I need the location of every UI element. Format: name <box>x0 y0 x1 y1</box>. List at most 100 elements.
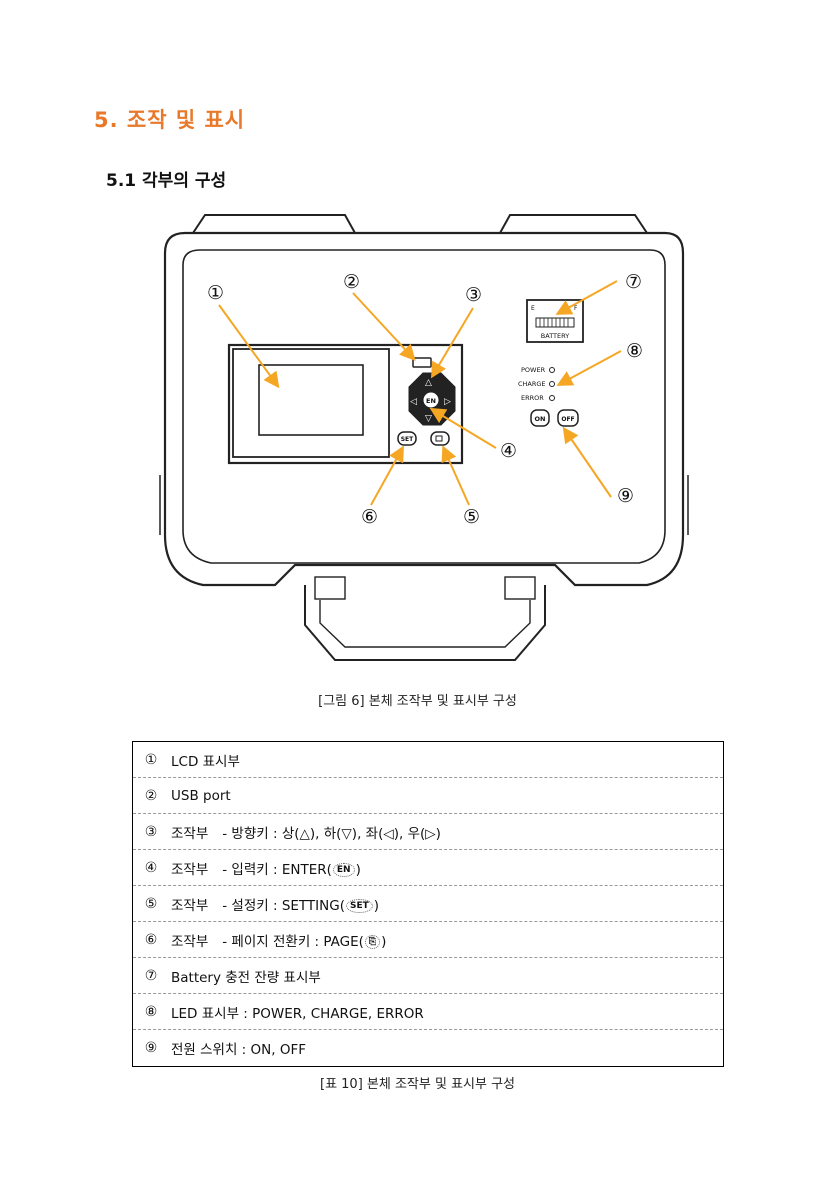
callout-5: ⑤ <box>463 506 480 528</box>
set-key <box>397 431 417 446</box>
subsection-title: 5.1 각부의 구성 <box>106 166 226 191</box>
battery-f-label: F <box>574 305 578 312</box>
direction-keypad: △ ▽ ◁ ▷ EN <box>408 372 456 426</box>
section-title-text: 조작 및 표시 <box>126 108 246 132</box>
section-title: 5. 조작 및 표시 <box>94 104 245 134</box>
row-number: ① <box>144 751 158 768</box>
row-detail-text: - 설정키 : SETTING( <box>222 897 345 914</box>
lcd-screen <box>258 364 364 436</box>
row-number: ⑨ <box>144 1040 158 1056</box>
arrow-2 <box>352 292 416 361</box>
arrow-6 <box>370 445 404 506</box>
device-front-panel-diagram: △ ▽ ◁ ▷ EN SET E F BATTERY POWER CHARGE … <box>159 214 689 661</box>
usb-port <box>412 357 432 368</box>
callout-9: ⑨ <box>617 485 634 507</box>
device-inner-panel <box>182 249 666 564</box>
callout-2: ② <box>343 271 360 293</box>
device-outer-case <box>163 231 685 587</box>
table-row: ⑤ 조작부 - 설정키 : SETTING(SET) <box>133 886 723 922</box>
set-key-label: SET <box>401 436 414 443</box>
on-switch <box>530 409 550 427</box>
lcd-screen-frame <box>232 348 390 458</box>
section-number: 5. <box>94 108 119 132</box>
callout-3: ③ <box>465 284 482 306</box>
arrow-9 <box>562 426 612 498</box>
arrow-1 <box>218 304 280 389</box>
table-row: ① LCD 표시부 <box>133 742 723 778</box>
row-detail: - 방향키 : 상(△), 하(▽), 좌(◁), 우(▷) <box>222 825 441 842</box>
battery-label: BATTERY <box>541 332 569 340</box>
control-unit-body <box>227 343 464 465</box>
row-number: ③ <box>144 823 158 840</box>
figure-caption: [그림 6] 본체 조작부 및 표시부 구성 <box>318 694 517 709</box>
row-detail-text: - 페이지 전환키 : PAGE( <box>222 933 364 950</box>
table-row: ⑧ LED 표시부 : POWER, CHARGE, ERROR <box>133 994 723 1030</box>
arrow-3 <box>430 307 474 379</box>
off-switch-label: OFF <box>561 416 574 423</box>
battery-level-bar <box>535 317 575 328</box>
svg-text:▷: ▷ <box>444 397 451 407</box>
page-key-icon: ⎘ <box>364 934 381 949</box>
table-row: ⑨ 전원 스위치 : ON, OFF <box>133 1030 723 1066</box>
row-label: Battery 충전 잔량 표시부 <box>171 969 321 986</box>
row-number: ⑥ <box>144 931 158 948</box>
row-number: ⑤ <box>144 895 158 912</box>
device-bottom-stand <box>304 585 546 661</box>
row-label: LCD 표시부 <box>171 753 240 770</box>
battery-e-label: E <box>531 305 535 312</box>
table-row: ② USB port <box>133 778 723 814</box>
row-number: ④ <box>144 859 158 876</box>
row-label: 전원 스위치 : ON, OFF <box>171 1042 306 1058</box>
table-caption: [표 10] 본체 조작부 및 표시부 구성 <box>320 1077 515 1092</box>
svg-text:◁: ◁ <box>410 397 417 407</box>
row-detail: - 페이지 전환키 : PAGE(⎘) <box>222 930 386 950</box>
svg-text:△: △ <box>425 378 432 388</box>
table-row: ⑥ 조작부 - 페이지 전환키 : PAGE(⎘) <box>133 922 723 958</box>
enter-key-icon: EN <box>332 862 355 877</box>
callout-4: ④ <box>500 440 517 462</box>
enter-key-label: EN <box>426 397 436 405</box>
power-led-label: POWER <box>521 366 546 374</box>
arrow-8 <box>556 350 622 386</box>
set-key-icon: SET <box>345 898 373 913</box>
row-number: ② <box>144 787 158 804</box>
component-table: ① LCD 표시부 ② USB port ③ 조작부 - 방향키 : 상(△),… <box>132 741 724 1067</box>
callout-8: ⑧ <box>626 340 643 362</box>
row-detail: - 설정키 : SETTING(SET) <box>222 894 379 914</box>
right-top-handle <box>499 214 648 234</box>
arrow-7 <box>555 280 618 315</box>
svg-text:▽: ▽ <box>425 414 432 424</box>
row-number: ⑧ <box>144 1003 158 1020</box>
row-detail-tail: ) <box>381 933 387 950</box>
page-key <box>430 431 450 446</box>
row-detail-tail: ) <box>355 861 361 878</box>
error-led <box>549 395 555 401</box>
error-led-label: ERROR <box>521 394 544 402</box>
left-top-handle <box>192 214 356 234</box>
row-detail-tail: ) <box>373 897 380 914</box>
on-switch-label: ON <box>535 415 546 423</box>
charge-led-label: CHARGE <box>518 380 546 388</box>
row-label: 조작부 <box>171 933 209 950</box>
arrow-5 <box>441 445 470 506</box>
row-detail-text: - 입력키 : ENTER( <box>222 861 332 878</box>
arrow-4 <box>429 407 497 449</box>
power-led <box>549 367 555 373</box>
row-label: 조작부 <box>171 825 209 842</box>
row-label: 조작부 <box>171 861 209 878</box>
subsection-title-text: 각부의 구성 <box>142 171 227 191</box>
table-row: ⑦ Battery 충전 잔량 표시부 <box>133 958 723 994</box>
row-label: 조작부 <box>171 897 209 914</box>
subsection-number: 5.1 <box>106 171 137 191</box>
table-row: ③ 조작부 - 방향키 : 상(△), 하(▽), 좌(◁), 우(▷) <box>133 814 723 850</box>
callout-6: ⑥ <box>361 506 378 528</box>
charge-led <box>549 381 555 387</box>
row-label: USB port <box>171 787 231 804</box>
battery-indicator-frame <box>526 299 584 343</box>
callout-7: ⑦ <box>625 271 642 293</box>
row-label: LED 표시부 : POWER, CHARGE, ERROR <box>171 1005 424 1022</box>
row-number: ⑦ <box>144 967 158 984</box>
off-switch <box>557 409 579 427</box>
table-row: ④ 조작부 - 입력키 : ENTER(EN) <box>133 850 723 886</box>
callout-1: ① <box>207 282 224 304</box>
